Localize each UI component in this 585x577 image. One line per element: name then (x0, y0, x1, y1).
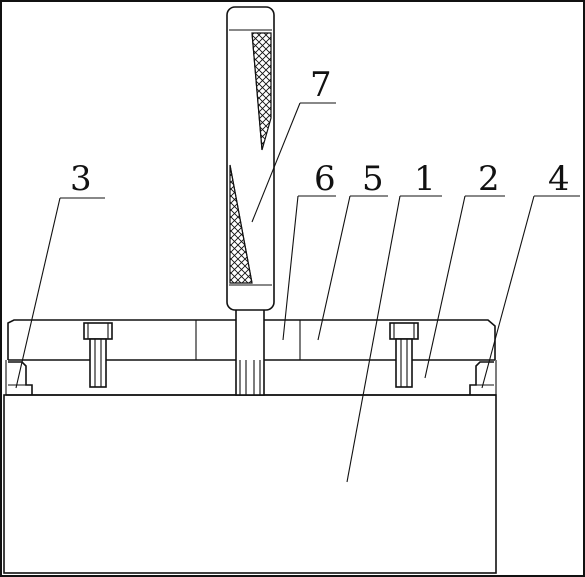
label-7: 7 (310, 65, 332, 105)
label-1: 1 (414, 159, 436, 199)
label-3: 3 (70, 159, 92, 199)
right-clamp (469, 361, 494, 395)
right-bolt (389, 322, 419, 388)
label-6: 6 (314, 159, 336, 199)
main-body (3, 394, 497, 574)
knurled-handle (226, 6, 275, 311)
label-2: 2 (478, 159, 500, 199)
leader-lines (15, 102, 580, 483)
central-shaft (235, 307, 265, 396)
left-bolt (83, 322, 113, 388)
label-4: 4 (548, 159, 570, 199)
label-5: 5 (362, 159, 384, 199)
left-clamp (8, 361, 33, 395)
